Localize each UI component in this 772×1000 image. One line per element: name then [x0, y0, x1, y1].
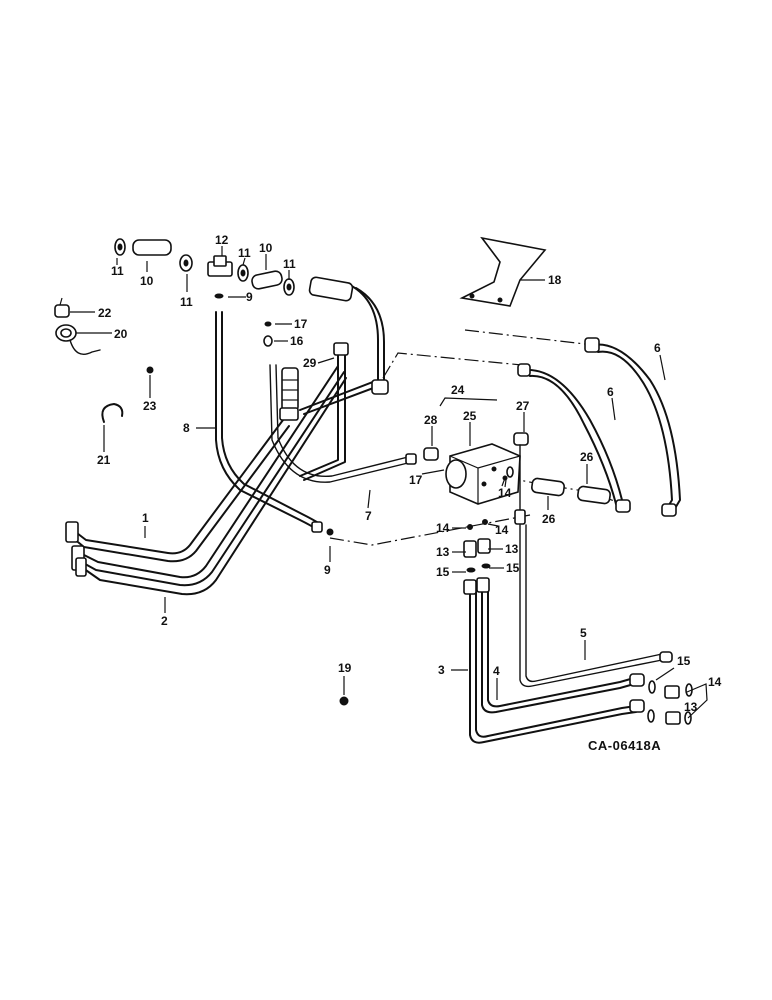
label-8: 8	[183, 421, 190, 435]
label-6b: 6	[607, 385, 614, 399]
label-3: 3	[438, 663, 445, 677]
label-7: 7	[365, 509, 372, 523]
label-20: 20	[114, 327, 128, 341]
label-13a: 13	[436, 545, 450, 559]
label-leaders	[70, 246, 708, 719]
label-10a: 10	[140, 274, 154, 288]
label-14c: 14	[495, 523, 509, 537]
label-6a: 6	[654, 341, 661, 355]
label-9b: 9	[324, 563, 331, 577]
label-14b: 14	[436, 521, 450, 535]
end-fittings	[647, 680, 693, 725]
label-11d: 11	[283, 257, 296, 271]
upper-hose	[279, 276, 389, 421]
label-12: 12	[215, 233, 229, 247]
label-21: 21	[97, 453, 111, 467]
tube-2	[71, 365, 347, 596]
label-13b: 13	[505, 542, 519, 556]
label-29: 29	[303, 356, 317, 370]
label-5: 5	[580, 626, 587, 640]
hose-7	[269, 364, 417, 483]
label-26b: 26	[542, 512, 556, 526]
fittings-valve	[326, 466, 514, 573]
label-22: 22	[98, 306, 112, 320]
tubes-3-4-5	[463, 524, 673, 744]
drawing-code: CA-06418A	[588, 738, 661, 753]
fittings-top	[114, 238, 295, 347]
label-2: 2	[161, 614, 168, 628]
label-16: 16	[290, 334, 304, 348]
valve-block-25	[423, 432, 529, 505]
label-4: 4	[493, 664, 500, 678]
hose-29	[299, 342, 349, 481]
label-13c: 13	[684, 700, 698, 714]
label-15a: 15	[436, 565, 450, 579]
label-26a: 26	[580, 450, 594, 464]
label-11c: 11	[238, 246, 251, 260]
label-9a: 9	[246, 290, 253, 304]
switch-assembly	[54, 297, 349, 706]
tube-1	[65, 419, 290, 563]
hoses-6	[517, 337, 681, 517]
label-10b: 10	[259, 241, 273, 255]
couplings-26	[531, 477, 611, 505]
label-25: 25	[463, 409, 477, 423]
label-11b: 11	[180, 295, 193, 309]
label-14d: 14	[708, 675, 722, 689]
hose-8	[215, 311, 323, 533]
label-11a: 11	[111, 264, 124, 278]
label-15c: 15	[677, 654, 691, 668]
label-14a: 14	[498, 486, 512, 500]
connection-lines	[329, 329, 626, 546]
bracket-18	[459, 236, 547, 307]
label-27: 27	[516, 399, 530, 413]
tube-27	[514, 444, 526, 525]
part-labels: 1 2 3 4 5 6 6 7 8 9 9 10 10 11 11 11 11 …	[97, 233, 722, 714]
label-19: 19	[338, 661, 352, 675]
label-17b: 17	[409, 473, 423, 487]
label-17a: 17	[294, 317, 308, 331]
label-24: 24	[451, 383, 465, 397]
label-1: 1	[142, 511, 149, 525]
label-23: 23	[143, 399, 157, 413]
label-28: 28	[424, 413, 438, 427]
label-15b: 15	[506, 561, 520, 575]
label-18: 18	[548, 273, 562, 287]
